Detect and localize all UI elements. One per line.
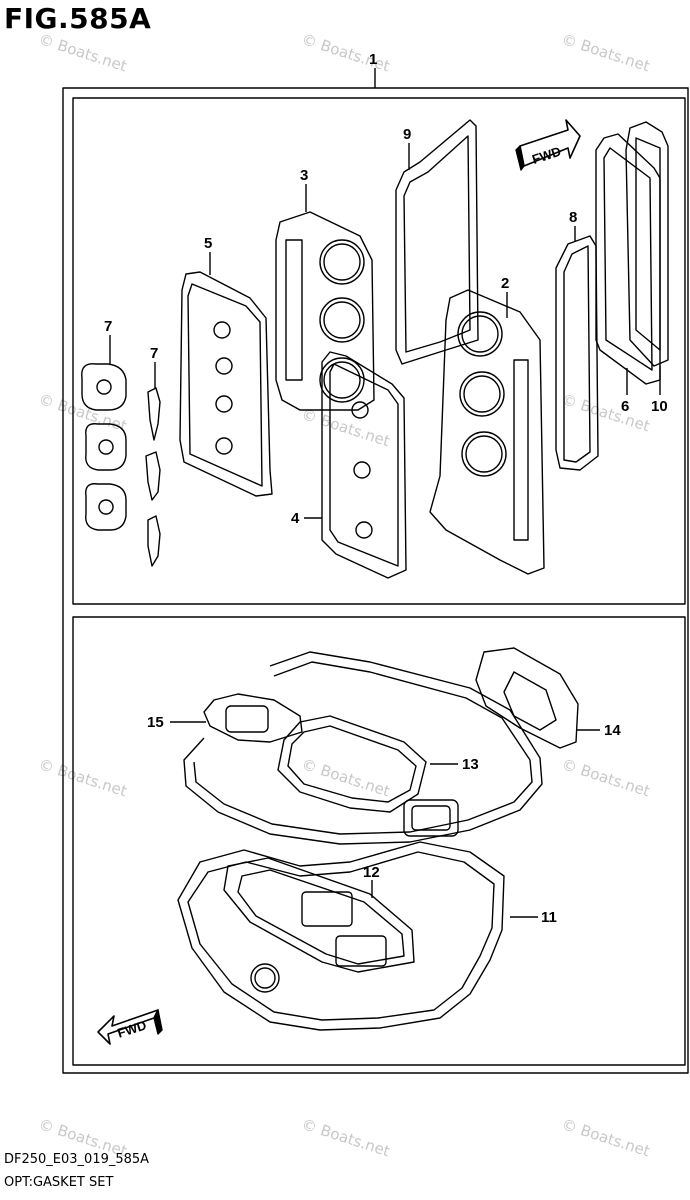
callout-5: 5 <box>204 235 212 252</box>
fwd-arrow-bottom: FWD <box>97 1009 163 1045</box>
part-7-exhaust-gasket-strip <box>145 387 161 567</box>
part-4-cover-gasket <box>321 351 407 579</box>
part-13-gasket <box>277 715 427 813</box>
upper-panel <box>72 97 686 605</box>
fwd-arrow-top: FWD <box>515 119 581 171</box>
callout-3: 3 <box>300 167 308 184</box>
part-2-cylinder-head-gasket <box>429 289 545 575</box>
callout-6: 6 <box>621 398 629 415</box>
part-12-gasket <box>223 857 415 973</box>
callout-2: 2 <box>501 275 509 292</box>
part-11-case-gasket <box>177 841 505 1031</box>
part-15-gasket <box>183 651 543 845</box>
callout-7a: 7 <box>104 318 112 335</box>
lower-panel <box>72 616 686 1066</box>
part-9-cover-gasket <box>395 119 479 365</box>
callout-11: 11 <box>541 909 557 926</box>
fwd-label-bottom: FWD <box>115 1017 148 1040</box>
figure-name: OPT:GASKET SET <box>4 1175 114 1190</box>
part-10-cover-gasket <box>625 121 669 367</box>
outer-frame <box>62 87 689 1074</box>
figure-code: DF250_E03_019_585A <box>4 1152 150 1167</box>
callout-10: 10 <box>651 398 668 415</box>
callout-1: 1 <box>369 51 377 68</box>
part-5-cover-gasket <box>179 271 273 497</box>
callout-7b: 7 <box>150 345 158 362</box>
callout-12: 12 <box>363 864 380 881</box>
callout-8: 8 <box>569 209 577 226</box>
part-3-cylinder-head-gasket <box>275 211 375 411</box>
callout-4: 4 <box>291 510 300 527</box>
figure-title: FIG.585A <box>4 2 152 35</box>
part-7-exhaust-gasket <box>81 363 127 531</box>
callout-14: 14 <box>604 722 621 739</box>
callout-9: 9 <box>403 126 411 143</box>
callout-15: 15 <box>147 714 164 731</box>
part-8-cover-gasket <box>555 235 599 471</box>
part-14-gasket <box>475 647 579 749</box>
callout-13: 13 <box>462 756 479 773</box>
